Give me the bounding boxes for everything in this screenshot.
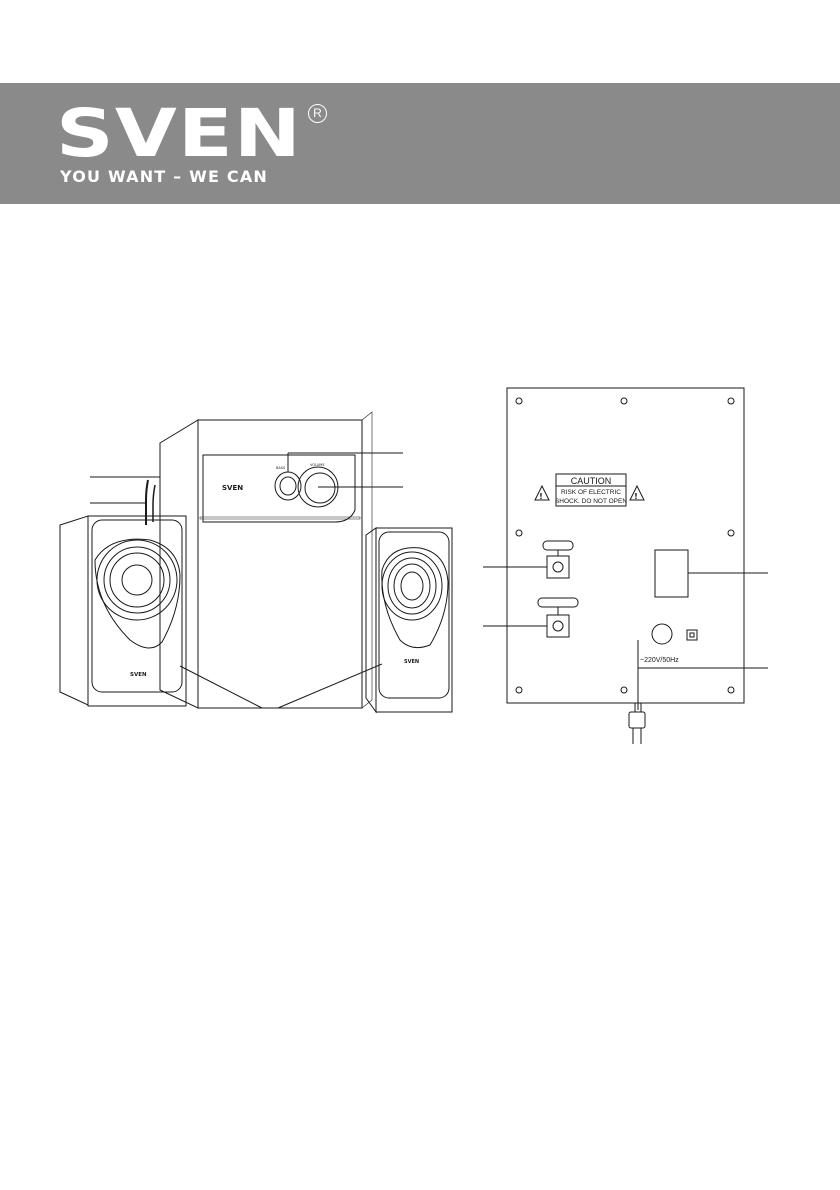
caution-line1: RISK OF ELECTRIC (561, 489, 621, 496)
right-sat-brand-label: SVEN (404, 659, 419, 665)
sven-logo: SVEN (56, 104, 302, 160)
front-leader-lines (90, 452, 403, 709)
caution-title: CAUTION (571, 476, 612, 486)
warning-icon-right: ! (634, 492, 638, 501)
power-rating-label: ~220V/50Hz (640, 657, 679, 664)
registered-mark: R (308, 104, 327, 123)
header-banner (0, 83, 840, 204)
back-panel (483, 387, 768, 744)
sub-brand-label: SVEN (222, 484, 243, 492)
caution-line2: SHOCK. DO NOT OPEN (555, 498, 627, 505)
logo-wordmark: SVEN (56, 104, 302, 160)
right-satellite (365, 527, 453, 714)
left-sat-brand-label: SVEN (130, 672, 147, 678)
volume-knob-label: VOLUME (310, 463, 325, 467)
subwoofer-front (145, 411, 373, 709)
bass-knob-label: BASS (276, 466, 286, 470)
warning-icon-left: ! (539, 492, 543, 501)
left-satellite (59, 515, 187, 707)
slogan: YOU WANT – WE CAN (60, 167, 269, 186)
